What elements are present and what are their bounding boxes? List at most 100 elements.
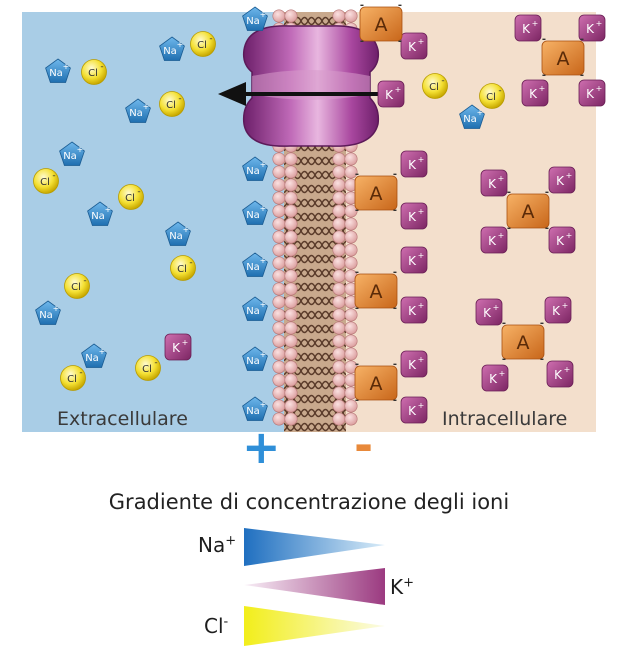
svg-text:-: - xyxy=(355,205,359,216)
svg-text:-: - xyxy=(154,358,157,368)
potassium-ion: K+ xyxy=(400,202,428,230)
svg-text:-: - xyxy=(355,267,359,278)
svg-text:K: K xyxy=(408,254,417,268)
potassium-ion: K+ xyxy=(400,150,428,178)
sodium-ion: Na+ xyxy=(35,300,61,325)
potassium-ion: K+ xyxy=(377,80,405,108)
svg-text:+: + xyxy=(99,347,106,356)
svg-text:-: - xyxy=(542,34,546,45)
anion-protein: A---- xyxy=(359,0,403,47)
svg-text:Na: Na xyxy=(246,356,260,367)
k-gradient-label: K+ xyxy=(390,575,415,599)
svg-text:K: K xyxy=(586,22,595,36)
potassium-ion: K+ xyxy=(544,296,572,324)
svg-text:-: - xyxy=(393,359,397,370)
potassium-ion: K+ xyxy=(480,226,508,254)
svg-text:+: + xyxy=(260,160,267,169)
svg-text:K: K xyxy=(552,304,561,318)
chloride-ion: Cl- xyxy=(159,91,185,117)
sodium-ion: Na+ xyxy=(242,252,268,277)
svg-text:-: - xyxy=(393,205,397,216)
svg-text:+: + xyxy=(177,40,184,49)
sodium-ion: Na+ xyxy=(242,346,268,371)
potassium-ion: K+ xyxy=(400,296,428,324)
svg-text:+: + xyxy=(418,251,425,260)
svg-text:+: + xyxy=(564,365,571,374)
svg-text:K: K xyxy=(408,304,417,318)
svg-text:-: - xyxy=(100,62,103,72)
svg-text:Cl: Cl xyxy=(486,92,496,103)
svg-text:Cl: Cl xyxy=(197,40,207,51)
svg-text:K: K xyxy=(522,22,531,36)
svg-text:+: + xyxy=(183,225,190,234)
chloride-ion: Cl- xyxy=(60,365,86,391)
potassium-ion: K+ xyxy=(400,396,428,424)
sodium-ion: Na+ xyxy=(165,221,191,246)
svg-text:-: - xyxy=(178,94,181,104)
svg-text:-: - xyxy=(79,368,82,378)
svg-text:-: - xyxy=(393,303,397,314)
svg-text:Na: Na xyxy=(129,108,143,119)
efflux-arrow xyxy=(218,82,392,106)
k-gradient-wedge xyxy=(244,568,385,605)
svg-text:Cl: Cl xyxy=(71,282,81,293)
svg-text:-: - xyxy=(189,258,192,268)
svg-text:+: + xyxy=(260,350,267,359)
sodium-ion: Na+ xyxy=(59,141,85,166)
svg-text:+: + xyxy=(260,400,267,409)
svg-text:+: + xyxy=(596,84,603,93)
svg-text:A: A xyxy=(522,201,535,223)
svg-text:-: - xyxy=(498,86,501,96)
svg-text:Cl: Cl xyxy=(67,374,77,385)
svg-text:K: K xyxy=(489,372,498,386)
svg-text:Na: Na xyxy=(246,262,260,273)
svg-text:Cl: Cl xyxy=(142,364,152,375)
sodium-ion: Na+ xyxy=(242,6,268,31)
potassium-ion: K+ xyxy=(546,360,574,388)
sodium-ion: Na+ xyxy=(242,296,268,321)
svg-text:-: - xyxy=(52,171,55,181)
svg-text:+: + xyxy=(499,369,506,378)
svg-text:-: - xyxy=(355,395,359,406)
sodium-ion: Na+ xyxy=(242,156,268,181)
svg-text:-: - xyxy=(398,0,402,11)
svg-text:+: + xyxy=(418,37,425,46)
svg-text:+: + xyxy=(418,401,425,410)
chloride-ion: Cl- xyxy=(190,31,216,57)
sodium-ion: Na+ xyxy=(459,104,485,129)
na-gradient-wedge xyxy=(244,528,385,566)
svg-text:-: - xyxy=(507,223,511,234)
svg-text:-: - xyxy=(209,34,212,44)
potassium-ion: K+ xyxy=(578,79,606,107)
svg-text:+: + xyxy=(596,19,603,28)
svg-text:-: - xyxy=(355,169,359,180)
chloride-ion: Cl- xyxy=(33,168,59,194)
svg-text:-: - xyxy=(83,276,86,286)
svg-text:-: - xyxy=(393,169,397,180)
svg-text:Na: Na xyxy=(246,16,260,27)
sodium-ion: Na+ xyxy=(87,201,113,226)
svg-text:+: + xyxy=(418,355,425,364)
svg-text:K: K xyxy=(556,174,565,188)
anion-protein: A---- xyxy=(354,169,398,216)
svg-text:+: + xyxy=(539,84,546,93)
svg-text:A: A xyxy=(370,281,383,303)
potassium-ion: K+ xyxy=(400,32,428,60)
svg-text:-: - xyxy=(507,187,511,198)
svg-text:K: K xyxy=(488,177,497,191)
potassium-ion: K+ xyxy=(400,246,428,274)
svg-text:K: K xyxy=(408,210,417,224)
svg-text:-: - xyxy=(441,76,444,86)
sodium-ion: Na+ xyxy=(159,36,185,61)
svg-text:Cl: Cl xyxy=(166,100,176,111)
anion-protein: A---- xyxy=(506,187,550,234)
svg-text:K: K xyxy=(408,358,417,372)
svg-text:Na: Na xyxy=(85,353,99,364)
svg-text:+: + xyxy=(566,231,573,240)
cl-gradient-label: Cl- xyxy=(204,614,229,638)
sodium-ion: Na+ xyxy=(242,200,268,225)
svg-text:+: + xyxy=(105,205,112,214)
svg-text:-: - xyxy=(502,318,506,329)
potassium-ion: K+ xyxy=(548,226,576,254)
